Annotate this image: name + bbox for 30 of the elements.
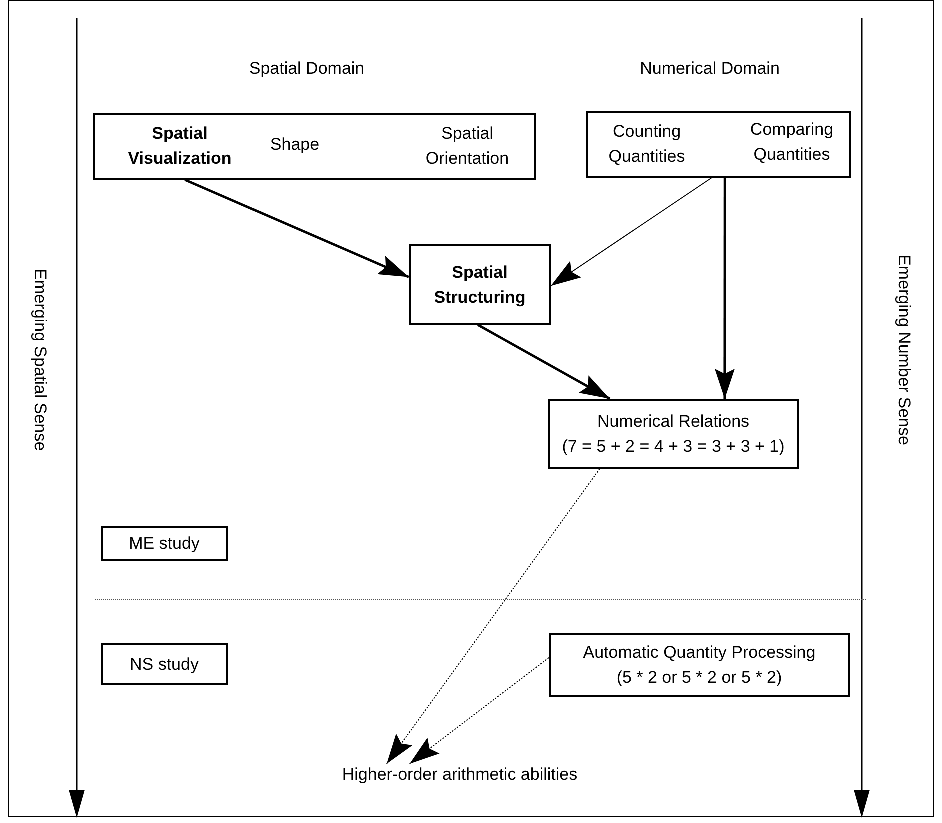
process-box (548, 399, 799, 469)
box-text: NS study (130, 654, 199, 676)
arrow (386, 468, 600, 764)
skill-label: Comparing Quantities (749, 119, 835, 166)
domain-heading: Spatial Domain (249, 58, 365, 80)
process-box (101, 526, 228, 561)
process-box (549, 633, 850, 697)
skill-label: Counting Quantities (608, 121, 686, 168)
arrow (550, 178, 712, 287)
skill-label: Spatial Orientation (424, 123, 510, 170)
box-text: (5 * 2 or 5 * 2 or 5 * 2) (616, 667, 782, 689)
box-text: ME study (129, 533, 200, 555)
box-text: Automatic Quantity Processing (583, 642, 816, 664)
box-text: Spatial Structuring (433, 262, 527, 309)
arrow (409, 657, 550, 764)
box-text: (7 = 5 + 2 = 4 + 3 = 3 + 3 + 1) (562, 436, 785, 458)
domain-box (586, 111, 851, 178)
skill-label: Spatial Visualization (127, 123, 233, 170)
process-box (409, 244, 551, 325)
arrow (477, 324, 611, 400)
axis-label: Emerging Spatial Sense (30, 268, 51, 452)
box-text: Numerical Relations (597, 411, 750, 433)
outcome-label: Higher-order arithmetic abilities (320, 764, 600, 786)
process-box (101, 643, 228, 685)
arrow (184, 178, 410, 278)
arrow (714, 178, 735, 399)
domain-box (93, 113, 536, 180)
domain-heading: Numerical Domain (640, 58, 780, 80)
skill-label: Shape (269, 134, 321, 156)
axis-label: Emerging Number Sense (894, 254, 915, 446)
